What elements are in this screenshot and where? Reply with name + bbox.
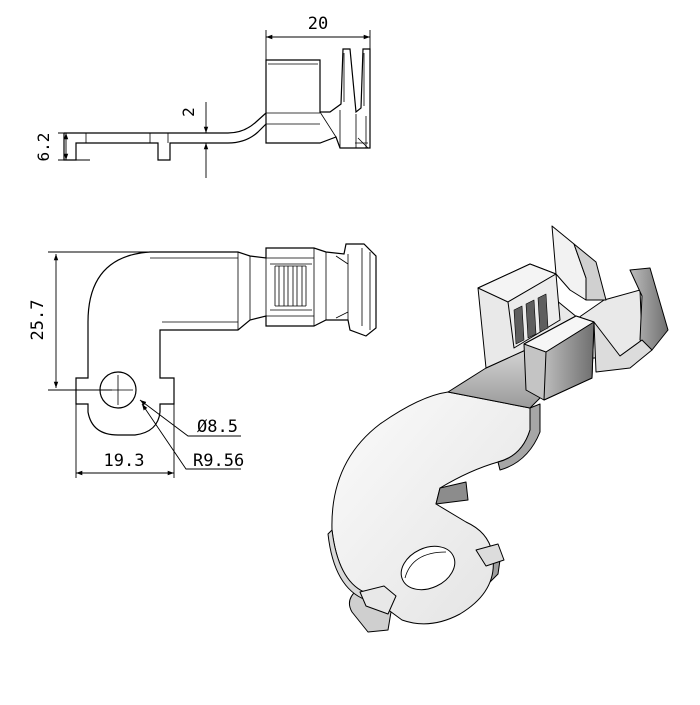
dim-hole-diameter: Ø8.5	[197, 417, 238, 437]
dim-top-width: 20	[308, 14, 328, 34]
dim-bend-radius: R9.56	[193, 451, 244, 471]
dim-top-height: 6.2	[34, 133, 53, 162]
serrations	[274, 265, 307, 307]
dim-top-thickness: 2	[179, 107, 198, 117]
iso-ring-hole	[400, 545, 456, 591]
front-view: 25.7 19.3 Ø8.5 R9.56	[28, 243, 377, 478]
dim-front-height: 25.7	[28, 300, 48, 341]
dim-ring-width: 19.3	[104, 451, 145, 471]
isometric-view	[327, 225, 669, 633]
side-view: 20 2 6.2	[34, 14, 371, 178]
